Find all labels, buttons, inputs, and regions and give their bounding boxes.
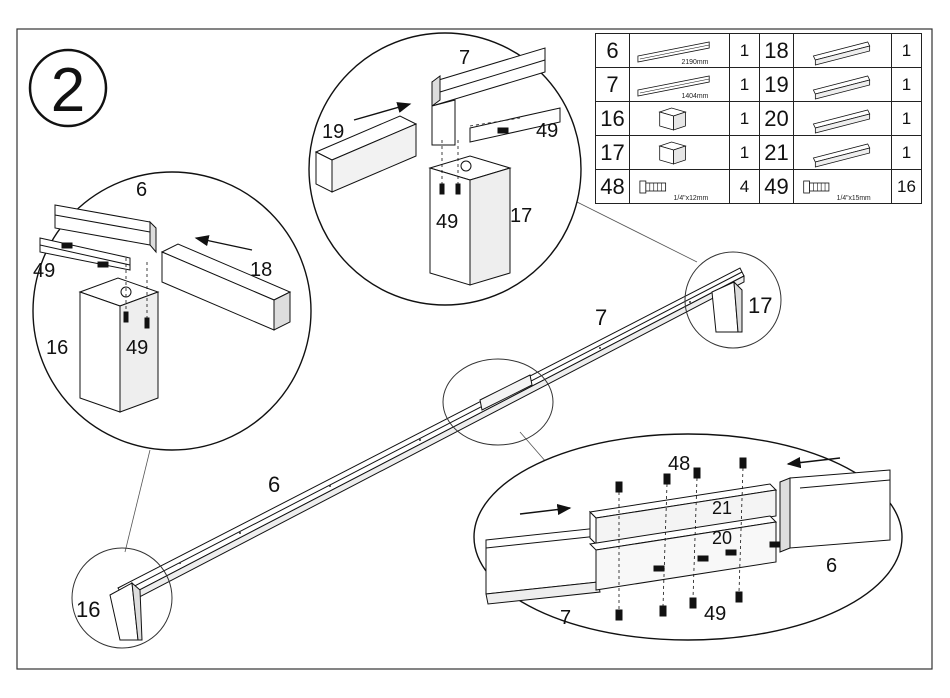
- detail-left-bolt-side-label: 49: [33, 260, 55, 282]
- part-picture: [630, 102, 730, 136]
- detail-top-bolt-side-label: 49: [536, 120, 558, 142]
- bolt-icon: 1/4"x15mm: [794, 170, 891, 203]
- part-dimension: 1/4"x15mm: [837, 195, 871, 202]
- part-number: 49: [760, 170, 794, 204]
- rail-7-label: 7: [595, 305, 607, 330]
- detail-bottom-bolts-top-label: 48: [668, 453, 690, 475]
- part-number: 16: [596, 102, 630, 136]
- part-picture: 1/4"x12mm: [630, 170, 730, 204]
- step-number: 2: [51, 56, 85, 125]
- part-dimension: 1404mm: [681, 93, 708, 100]
- part-number: 19: [760, 68, 794, 102]
- part-number: 18: [760, 34, 794, 68]
- rail-6-label: 6: [268, 472, 280, 497]
- detail-bottom: 48 21 20 6 7 49: [474, 434, 902, 640]
- detail-bottom-bolts-bottom-label: 49: [704, 603, 726, 625]
- part-quantity: 1: [892, 136, 922, 170]
- detail-left: 6 18 16 49 49: [33, 172, 311, 450]
- detail-bottom-rail-right-label: 6: [826, 555, 837, 577]
- part-picture: [794, 136, 892, 170]
- short-bracket-rail-icon: [794, 102, 891, 135]
- detail-left-rail-label: 6: [136, 179, 147, 201]
- detail-top-bracket-label: 19: [322, 121, 344, 143]
- part-quantity: 1: [730, 68, 760, 102]
- step-number-badge: 2: [30, 50, 106, 126]
- detail-bottom-bracket-top-label: 21: [712, 498, 732, 518]
- long-rail-icon: 2190mm: [630, 34, 729, 67]
- leg-16-label: 16: [76, 597, 100, 622]
- part-dimension: 2190mm: [681, 59, 708, 66]
- part-picture: [794, 68, 892, 102]
- part-picture: 1/4"x15mm: [794, 170, 892, 204]
- detail-top: 7 19 17 49 49: [309, 33, 581, 305]
- part-number: 21: [760, 136, 794, 170]
- leg-17-label: 17: [748, 293, 772, 318]
- short-bracket-rail-icon: [794, 68, 891, 101]
- part-number: 48: [596, 170, 630, 204]
- short-bracket-rail-icon: [794, 136, 891, 169]
- part-quantity: 1: [730, 102, 760, 136]
- part-quantity: 4: [730, 170, 760, 204]
- long-rail-icon: 1404mm: [630, 68, 729, 101]
- detail-top-leg-label: 17: [510, 205, 532, 227]
- leg-bracket-icon: [630, 102, 729, 135]
- detail-left-bolt-bottom-label: 49: [126, 337, 148, 359]
- part-quantity: 1: [730, 136, 760, 170]
- bolt-icon: 1/4"x12mm: [630, 170, 729, 203]
- part-quantity: 1: [892, 68, 922, 102]
- part-picture: 1404mm: [630, 68, 730, 102]
- part-dimension: 1/4"x12mm: [674, 195, 709, 202]
- detail-top-rail-label: 7: [459, 47, 470, 69]
- detail-left-leg-label: 16: [46, 337, 68, 359]
- part-quantity: 1: [892, 102, 922, 136]
- part-quantity: 16: [892, 170, 922, 204]
- part-quantity: 1: [730, 34, 760, 68]
- part-picture: [794, 102, 892, 136]
- part-number: 6: [596, 34, 630, 68]
- leg-bracket-icon: [630, 136, 729, 169]
- part-picture: 2190mm: [630, 34, 730, 68]
- detail-left-bracket-label: 18: [250, 259, 272, 281]
- part-picture: [630, 136, 730, 170]
- short-bracket-rail-icon: [794, 34, 891, 67]
- detail-bottom-rail-left-label: 7: [560, 607, 571, 629]
- detail-top-bolt-bottom-label: 49: [436, 211, 458, 233]
- detail-bottom-bracket-inner-label: 20: [712, 528, 732, 548]
- part-quantity: 1: [892, 34, 922, 68]
- part-picture: [794, 34, 892, 68]
- part-number: 17: [596, 136, 630, 170]
- part-number: 7: [596, 68, 630, 102]
- part-number: 20: [760, 102, 794, 136]
